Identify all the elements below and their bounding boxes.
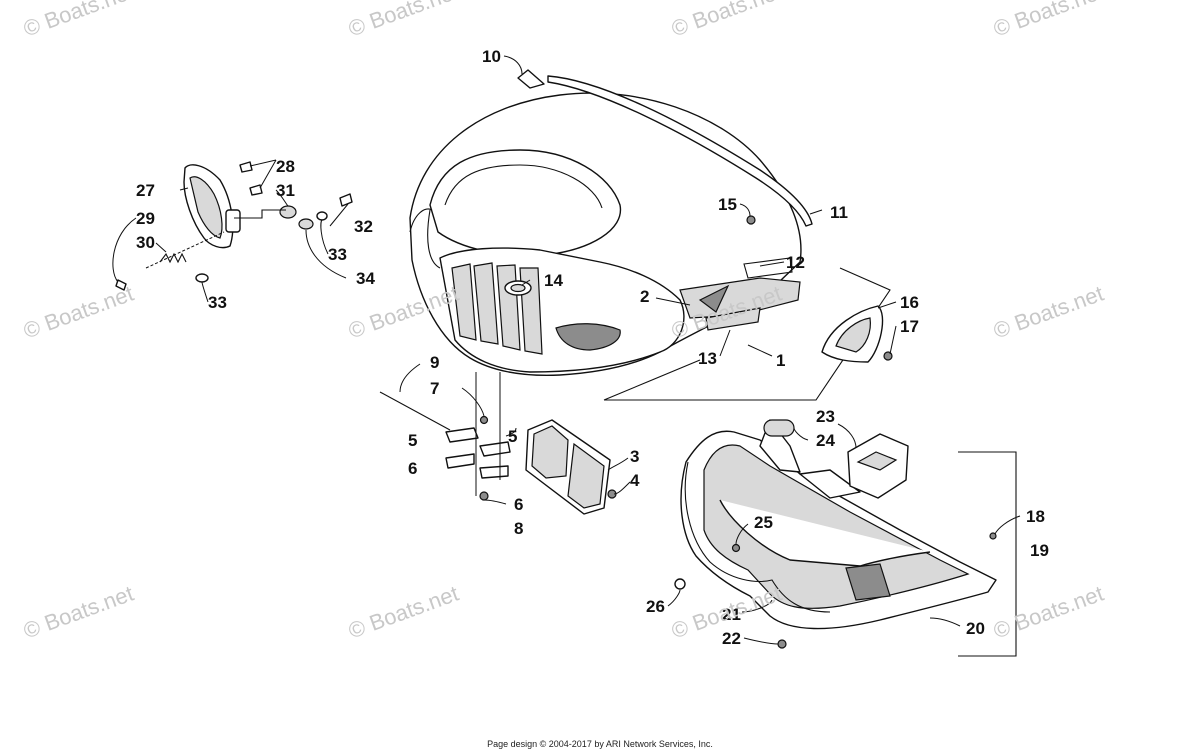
hood-decal[interactable] bbox=[679, 257, 801, 331]
bushing-34[interactable] bbox=[298, 218, 314, 230]
side-vent-screw[interactable] bbox=[883, 351, 893, 361]
hood-fastener[interactable] bbox=[746, 215, 756, 225]
callout-12: 12 bbox=[786, 253, 805, 272]
headlight-screws[interactable] bbox=[239, 161, 263, 196]
callout-34: 34 bbox=[356, 269, 375, 288]
callout-33-lower: 33 bbox=[208, 293, 227, 312]
callout-19: 19 bbox=[1030, 541, 1049, 560]
storage-tray[interactable] bbox=[680, 419, 997, 630]
washer-33[interactable] bbox=[195, 211, 328, 283]
grommet-31[interactable] bbox=[279, 205, 297, 219]
callout-5-right: 5 bbox=[508, 427, 517, 446]
hood-prop-rod[interactable] bbox=[379, 391, 451, 431]
callout-3: 3 bbox=[630, 447, 639, 466]
callout-1: 1 bbox=[776, 351, 785, 370]
tray-bumper[interactable] bbox=[763, 419, 795, 437]
callout-21: 21 bbox=[722, 605, 741, 624]
leader-lines bbox=[112, 55, 1021, 645]
callout-26: 26 bbox=[646, 597, 665, 616]
hood-latch[interactable] bbox=[517, 69, 545, 89]
side-vent[interactable] bbox=[821, 305, 884, 363]
callout-18: 18 bbox=[1026, 507, 1045, 526]
callout-33-upper: 33 bbox=[328, 245, 347, 264]
callout-22: 22 bbox=[722, 629, 741, 648]
tray-fasteners[interactable] bbox=[674, 532, 997, 649]
grille-brackets[interactable] bbox=[445, 427, 511, 479]
callout-16: 16 bbox=[900, 293, 919, 312]
hood-grille bbox=[451, 262, 543, 355]
callout-13: 13 bbox=[698, 349, 717, 368]
callout-14: 14 bbox=[544, 271, 563, 290]
grille-mesh[interactable] bbox=[525, 419, 611, 515]
callout-27: 27 bbox=[136, 181, 155, 200]
callout-20: 20 bbox=[966, 619, 985, 638]
callout-10: 10 bbox=[482, 47, 501, 66]
callout-23: 23 bbox=[816, 407, 835, 426]
windshield-rail[interactable] bbox=[547, 75, 813, 227]
headlight-assembly[interactable] bbox=[183, 164, 241, 249]
callout-labels: 10 11 15 12 14 2 13 1 16 17 27 28 31 32 … bbox=[136, 47, 1049, 648]
callout-4: 4 bbox=[630, 471, 640, 490]
page-footer: Page design © 2004-2017 by ARI Network S… bbox=[487, 739, 713, 749]
hood-assembly[interactable] bbox=[409, 92, 891, 401]
callout-6-right: 6 bbox=[514, 495, 523, 514]
callout-28: 28 bbox=[276, 157, 295, 176]
callout-2: 2 bbox=[640, 287, 649, 306]
callout-31: 31 bbox=[276, 181, 295, 200]
callout-8: 8 bbox=[514, 519, 523, 538]
callout-9: 9 bbox=[430, 353, 439, 372]
callout-32: 32 bbox=[354, 217, 373, 236]
bracket-screw[interactable] bbox=[479, 415, 489, 501]
callout-15: 15 bbox=[718, 195, 737, 214]
callout-17: 17 bbox=[900, 317, 919, 336]
headlight-adjust-screw[interactable] bbox=[115, 279, 127, 291]
callout-7: 7 bbox=[430, 379, 439, 398]
callout-29: 29 bbox=[136, 209, 155, 228]
tray-trim[interactable] bbox=[684, 461, 831, 613]
callout-30: 30 bbox=[136, 233, 155, 252]
hood-emblem[interactable] bbox=[504, 280, 532, 296]
headlight-spring[interactable] bbox=[159, 252, 187, 264]
callout-24: 24 bbox=[816, 431, 835, 450]
callout-25: 25 bbox=[754, 513, 773, 532]
bolt-32[interactable] bbox=[339, 193, 353, 207]
tray-pad[interactable] bbox=[847, 433, 909, 499]
callout-6-left: 6 bbox=[408, 459, 417, 478]
callout-11: 11 bbox=[830, 203, 848, 222]
callout-5-left: 5 bbox=[408, 431, 417, 450]
